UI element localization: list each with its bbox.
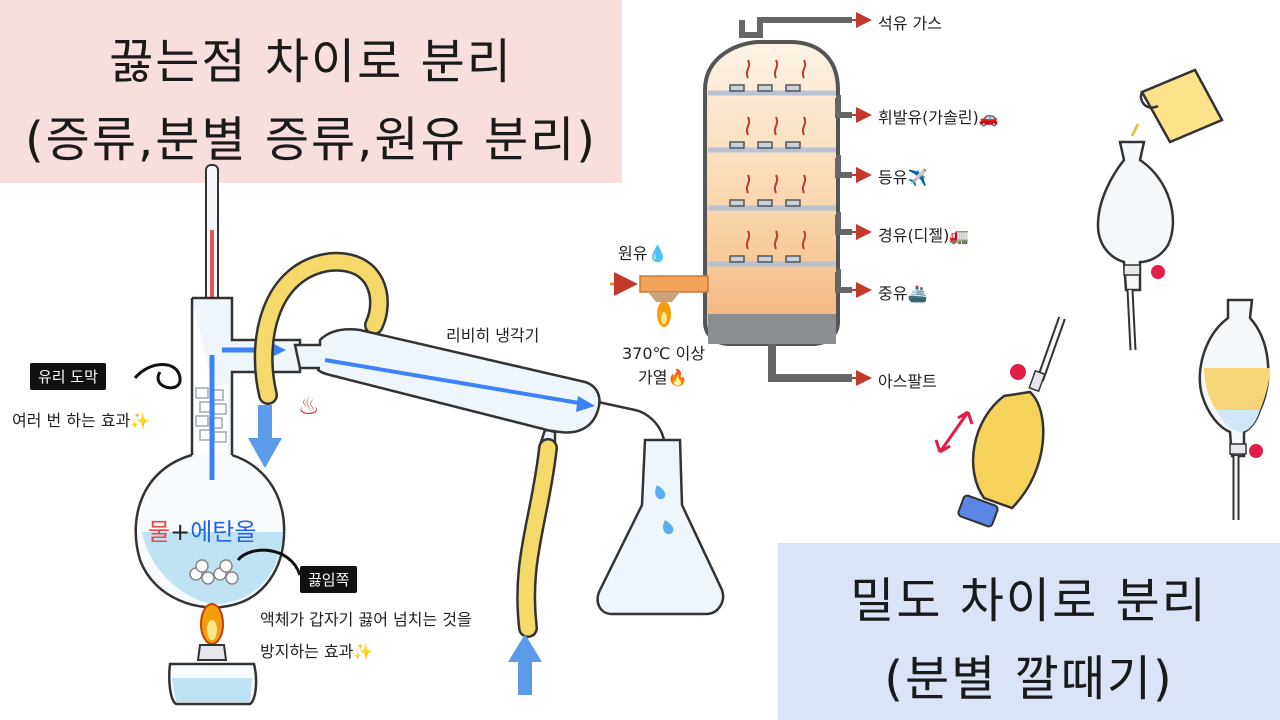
heat-temp-label: 370℃ 이상: [622, 344, 706, 363]
rubber-tube-top: [256, 254, 387, 403]
mixture-label: 물+에탄올: [148, 512, 256, 547]
erlenmeyer-flask: [596, 438, 725, 616]
boiling-chip-desc-1: 액체가 갑자기 끓어 넘치는 것을: [260, 610, 472, 629]
product-kerosene: 등유✈️: [878, 168, 928, 187]
title-line-1: 끓는점 차이로 분리: [109, 34, 513, 90]
density-title-line-1: 밀도 차이로 분리: [850, 573, 1208, 629]
fractionating-tower: [610, 12, 872, 386]
separatory-funnel-shaking: [934, 316, 1066, 528]
liebig-condenser: [293, 328, 666, 447]
product-petroleum-gas: 석유 가스: [878, 14, 942, 33]
density-title-line-2: (분별 깔때기): [884, 651, 1174, 707]
mixture-water: 물: [148, 518, 171, 546]
alcohol-burner: [168, 603, 258, 706]
heat-label: 가열🔥: [638, 368, 688, 387]
product-diesel: 경유(디젤)🚛: [878, 226, 970, 245]
boiling-chips: [189, 559, 239, 585]
crude-oil-label: 원유💧: [618, 244, 668, 263]
product-gasoline: 휘발유(가솔린)🚗: [878, 108, 999, 127]
product-heavy-oil: 중유🚢: [878, 284, 928, 303]
cooling-water-in-arrow: [508, 634, 542, 695]
product-asphalt: 아스팔트: [878, 372, 937, 391]
title-panel: 끓는점 차이로 분리 (증류,분별 증류,원유 분리): [0, 0, 622, 183]
glass-beads: [195, 387, 227, 443]
density-panel: 밀도 차이로 분리 (분별 깔때기): [778, 543, 1280, 720]
separatory-funnel-pouring: [1096, 68, 1224, 351]
distilling-flask: [134, 296, 302, 609]
title-line-2: (증류,분별 증류,원유 분리): [24, 112, 598, 168]
condenser-label: 리비히 냉각기: [446, 326, 540, 345]
boiling-chip-desc-2: 방지하는 효과✨: [260, 642, 374, 661]
mixture-ethanol: 에탄올: [190, 518, 257, 546]
glass-film-tag: 유리 도막: [30, 363, 106, 390]
heat-steam-icon: ♨: [298, 392, 320, 420]
rubber-tube-bottom: [518, 440, 556, 636]
mixture-plus: +: [170, 518, 191, 546]
separatory-funnel-layers: [1198, 298, 1270, 520]
cooling-water-out-arrow: [248, 405, 282, 468]
boiling-chip-tag: 끓임쪽: [300, 566, 358, 593]
glass-film-desc: 여러 번 하는 효과✨: [12, 411, 151, 430]
